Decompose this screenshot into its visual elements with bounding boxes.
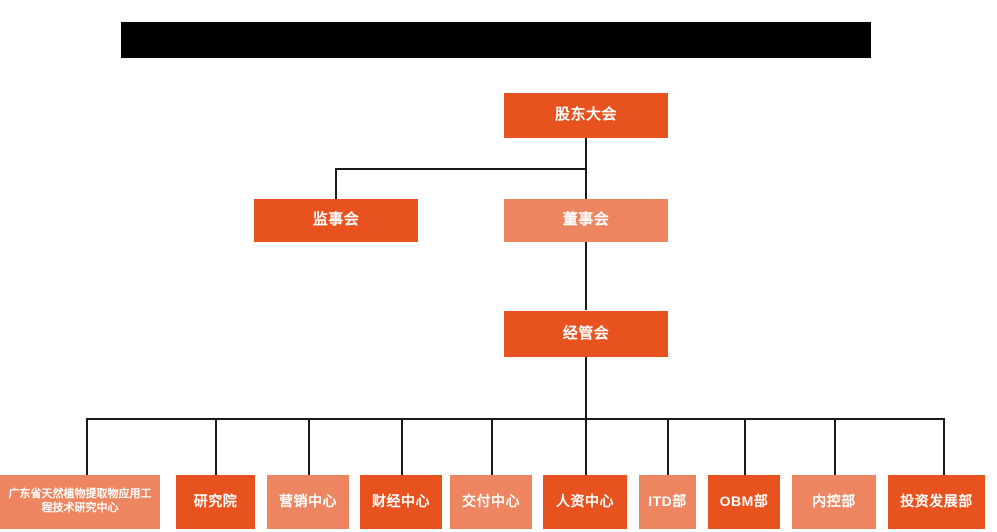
connector-drop-finance-center [401, 418, 403, 475]
node-marketing-center[interactable]: 营销中心 [267, 475, 349, 529]
node-itd-dept[interactable]: ITD部 [639, 475, 696, 529]
connector-drop-hr-center [585, 418, 587, 475]
connector-drop-research-center-gd [86, 418, 88, 475]
node-shareholders-meeting[interactable]: 股东大会 [504, 93, 668, 138]
connector-to-supervisors [335, 168, 337, 200]
connector-management-down [585, 357, 587, 419]
node-research-center-gd[interactable]: 广东省天然植物提取物应用工程技术研究中心 [0, 475, 160, 529]
connector-drop-obm-dept [744, 418, 746, 475]
node-board-of-directors[interactable]: 董事会 [504, 199, 668, 242]
redacted-title-bar [121, 22, 871, 58]
connector-shareholders-down [585, 138, 587, 170]
connector-drop-itd-dept [667, 418, 669, 475]
connector-drop-research-institute [215, 418, 217, 475]
node-management-committee[interactable]: 经管会 [504, 311, 668, 357]
connector-drop-internal-control-dept [834, 418, 836, 475]
node-board-of-supervisors[interactable]: 监事会 [254, 199, 418, 242]
connector-level2-bus [335, 168, 587, 170]
node-investment-dev-dept[interactable]: 投资发展部 [888, 475, 985, 529]
node-hr-center[interactable]: 人资中心 [543, 475, 627, 529]
connector-drop-delivery-center [491, 418, 493, 475]
node-obm-dept[interactable]: OBM部 [708, 475, 780, 529]
connector-directors-to-management [585, 242, 587, 310]
connector-to-directors [585, 168, 587, 200]
connector-departments-bus [86, 418, 944, 420]
node-research-institute[interactable]: 研究院 [176, 475, 255, 529]
node-delivery-center[interactable]: 交付中心 [450, 475, 532, 529]
connector-drop-marketing-center [308, 418, 310, 475]
connector-drop-investment-dev-dept [943, 418, 945, 475]
node-internal-control-dept[interactable]: 内控部 [792, 475, 876, 529]
node-finance-center[interactable]: 财经中心 [360, 475, 442, 529]
